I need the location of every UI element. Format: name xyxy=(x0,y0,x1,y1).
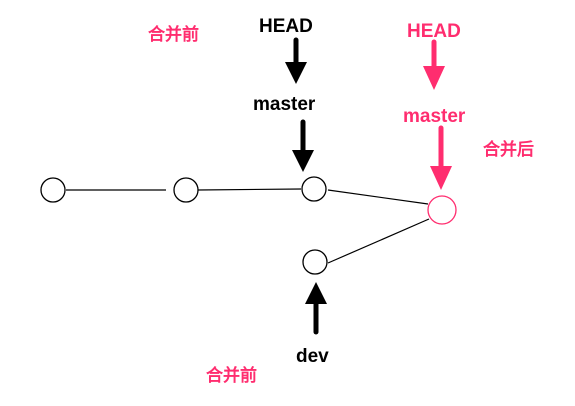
label-master-before: master xyxy=(253,94,316,115)
edge-c3-merge xyxy=(327,189,429,205)
label-head-after: HEAD xyxy=(407,21,461,42)
commit-node-3 xyxy=(301,176,327,202)
label-before-merge-top: 合并前 xyxy=(148,25,199,45)
label-after-merge: 合并后 xyxy=(483,140,534,160)
commit-node-dev xyxy=(302,249,328,275)
label-master-after: master xyxy=(403,106,466,127)
arrow-master-to-commit-before xyxy=(292,119,314,172)
label-before-merge-bottom: 合并前 xyxy=(206,366,257,386)
label-dev: dev xyxy=(296,346,329,367)
edge-c2-c3 xyxy=(197,188,302,191)
commit-node-1 xyxy=(40,177,66,203)
label-head-before: HEAD xyxy=(259,16,313,37)
arrow-dev-to-commit xyxy=(305,282,327,335)
commit-node-merge xyxy=(427,195,457,225)
commit-node-2 xyxy=(173,177,199,203)
arrow-master-to-merge-after xyxy=(430,125,452,190)
arrow-head-to-master-after xyxy=(423,39,445,90)
edge-dev-merge xyxy=(327,218,430,264)
arrow-head-to-master-before xyxy=(285,37,307,84)
